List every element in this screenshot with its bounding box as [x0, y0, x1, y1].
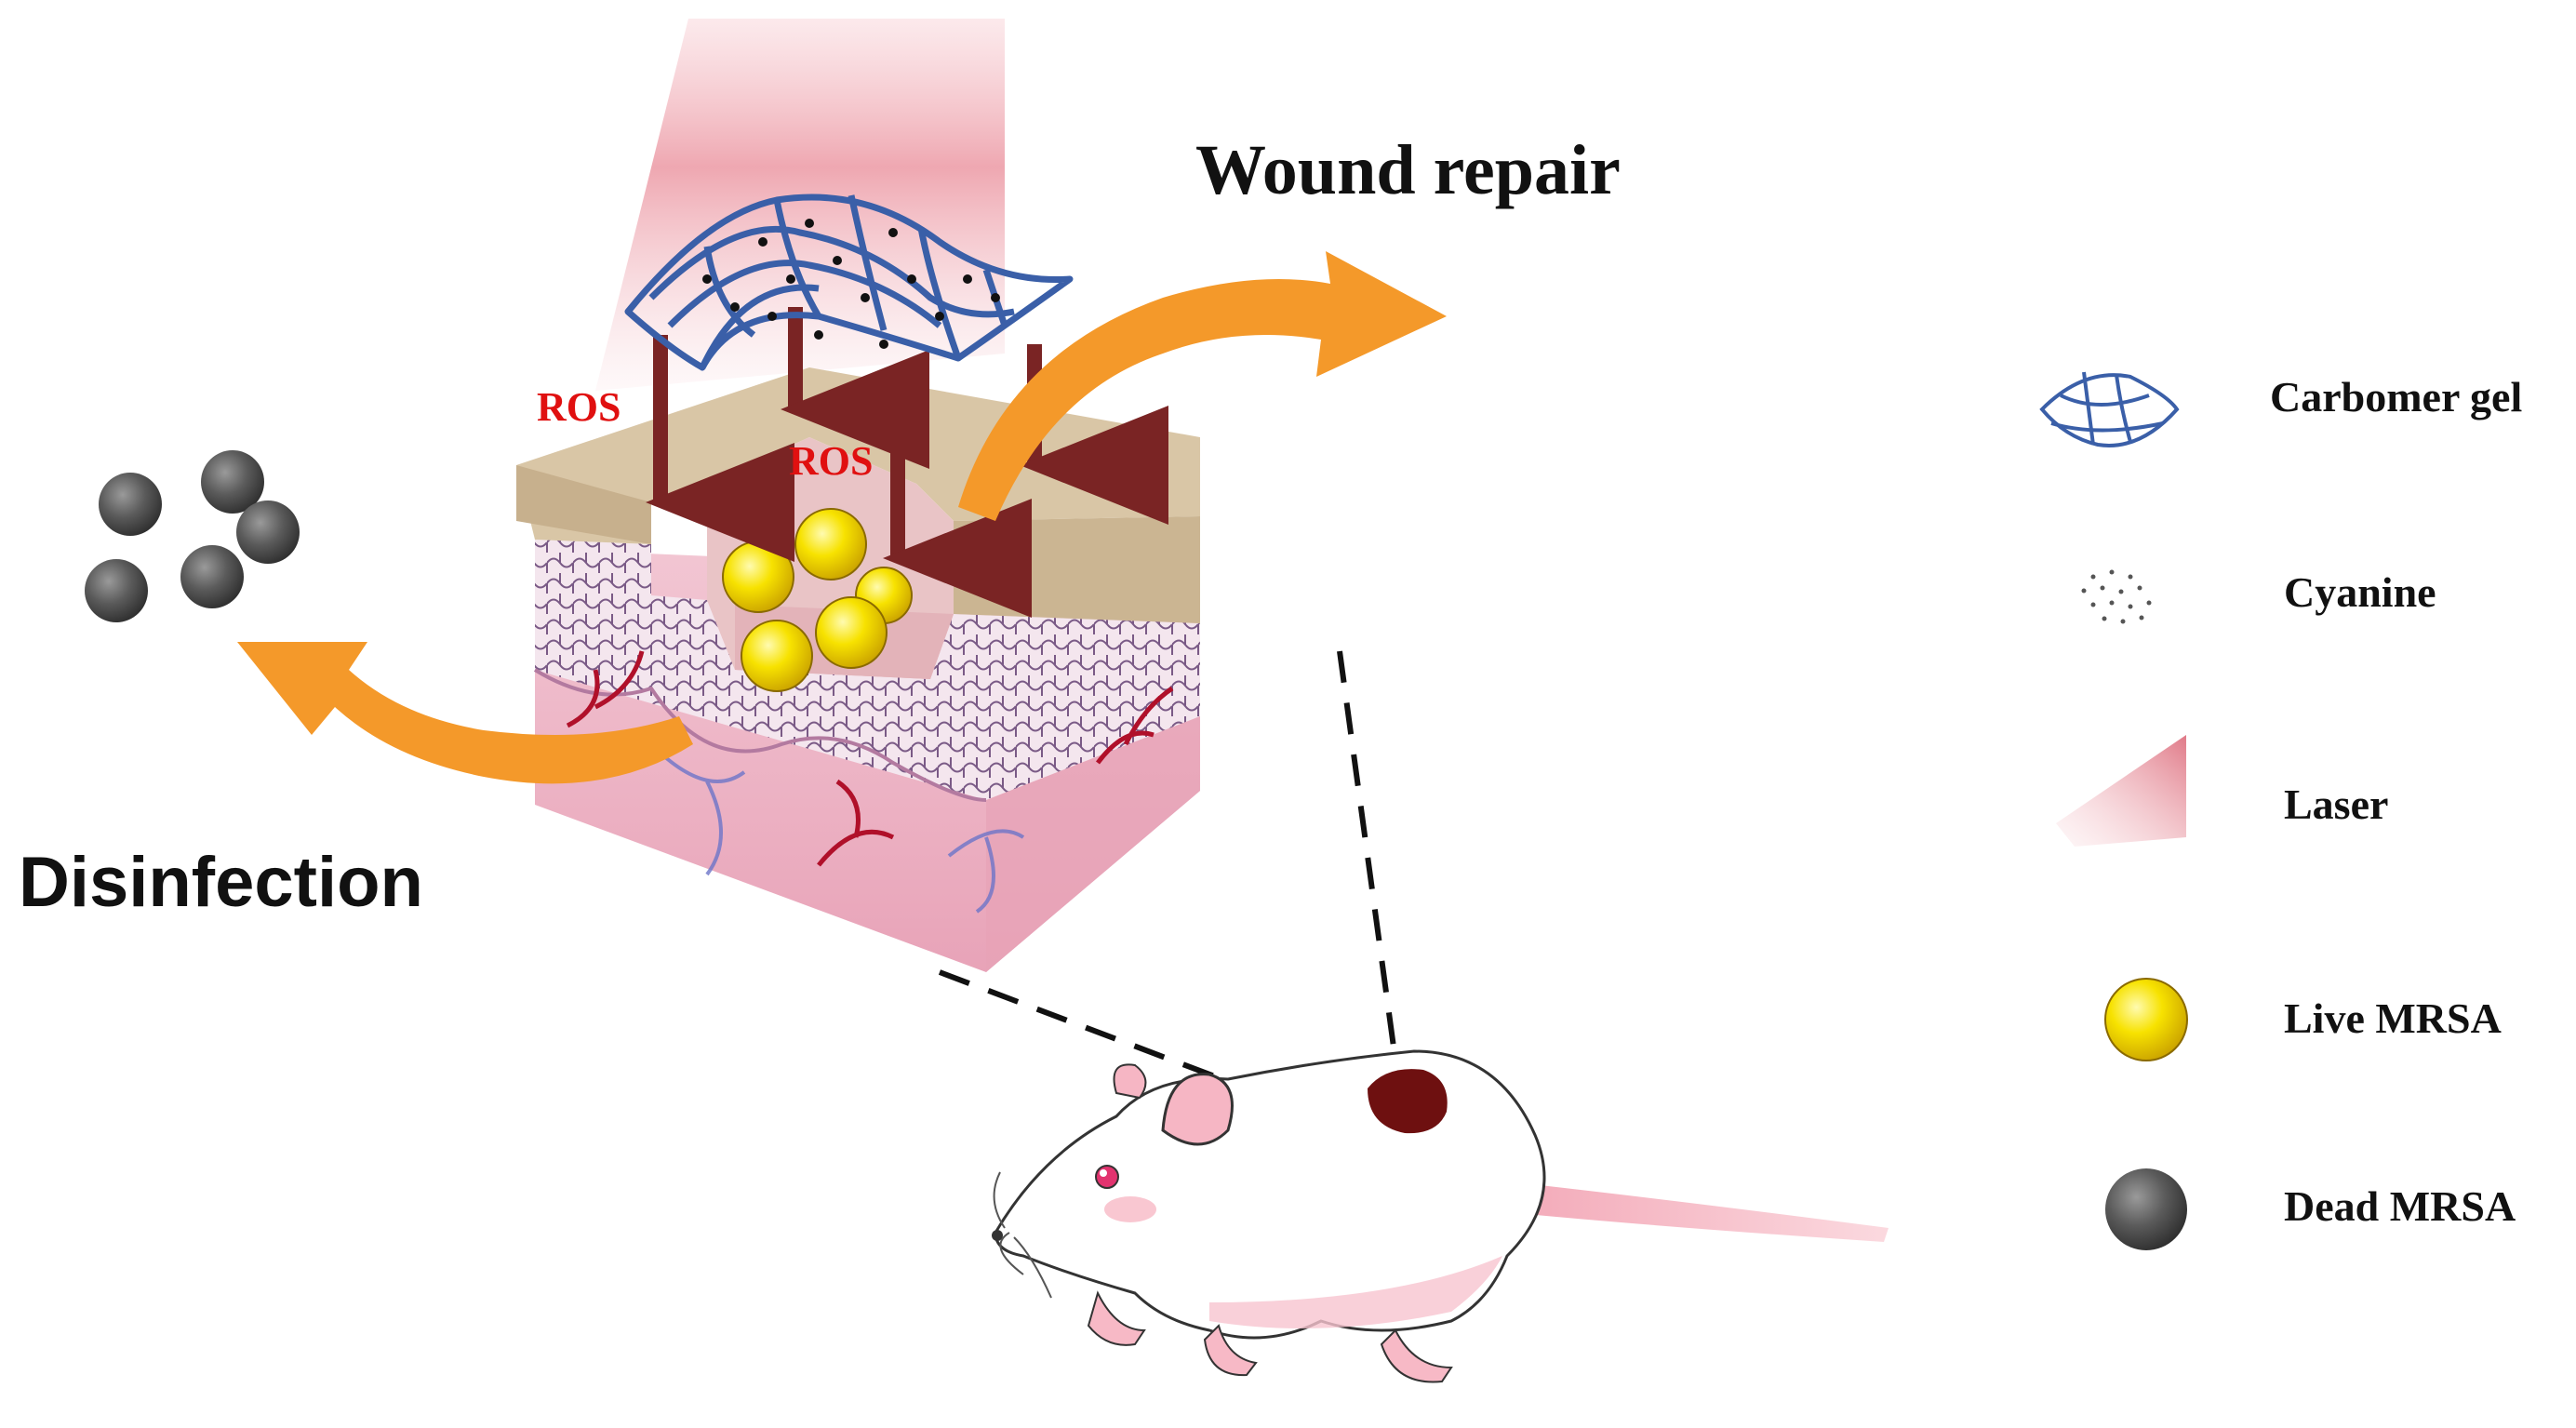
- dots-icon: [2081, 569, 2152, 624]
- wound-repair-label: Wound repair: [1195, 131, 1621, 209]
- gray-sphere-icon: [2105, 1168, 2187, 1250]
- zoom-dashed-lines: [938, 650, 1398, 1091]
- yellow-sphere-icon: [2104, 978, 2188, 1061]
- rat-wound: [1368, 1069, 1448, 1134]
- live-mrsa-cluster: [722, 508, 913, 692]
- legend-label-cyanine: Cyanine: [2284, 568, 2436, 616]
- ros-label-center: ROS: [789, 438, 874, 484]
- ros-label-left: ROS: [537, 384, 621, 430]
- carbomer-gel-mesh: [624, 194, 1074, 371]
- dead-mrsa-cluster: [85, 450, 300, 622]
- mesh-icon: [2039, 371, 2180, 447]
- rat-illustration: [992, 1049, 1889, 1383]
- legend-label-carbomer-gel: Carbomer gel: [2270, 373, 2523, 420]
- laser-beam-icon: [2056, 735, 2186, 847]
- disinfection-label: Disinfection: [19, 843, 423, 922]
- wound-repair-arrow: [958, 251, 1447, 521]
- legend-label-laser: Laser: [2284, 781, 2389, 828]
- legend-icons: [2039, 371, 2188, 1250]
- legend-label-live-mrsa: Live MRSA: [2284, 994, 2502, 1042]
- disinfection-arrow: [237, 642, 693, 784]
- cyanine-dots: [702, 219, 1000, 349]
- legend-label-dead-mrsa: Dead MRSA: [2284, 1182, 2516, 1230]
